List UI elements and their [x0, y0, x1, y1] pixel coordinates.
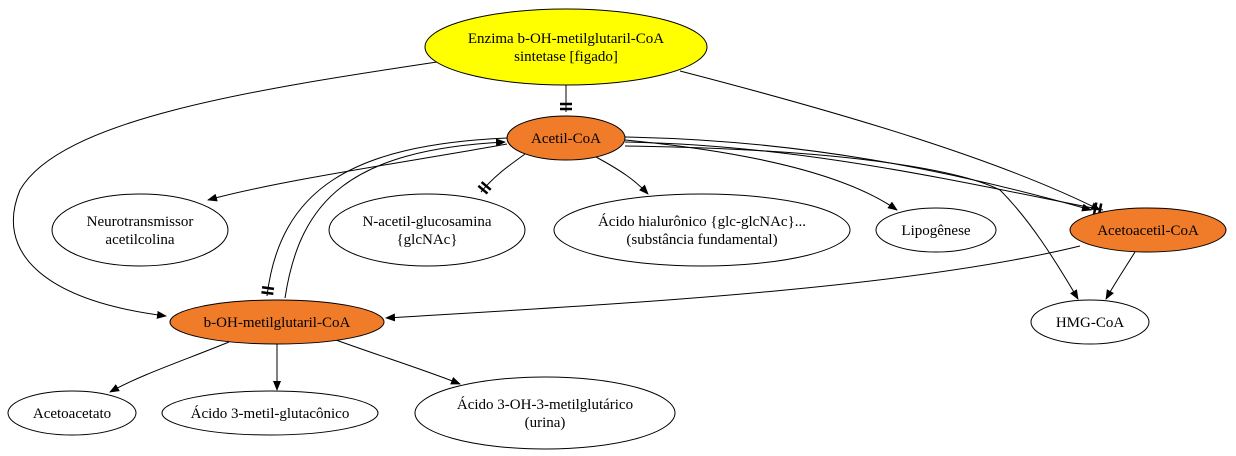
node-label-hmgcoa-line-0: HMG-CoA [1056, 315, 1125, 331]
node-label-ohmetilglutarico-line-0: Ácido 3-OH-3-metilglutárico [457, 396, 633, 413]
node-label-enzima-line-0: Enzima b-OH-metilglutaril-CoA [468, 31, 664, 47]
node-acetilcoa: Acetil-CoA [506, 115, 626, 161]
node-label-acetoacetilcoa-line-0: Acetoacetil-CoA [1097, 223, 1199, 239]
tee-marker-acetilcoa-to-bohmg [261, 286, 275, 296]
node-acetoacetato: Acetoacetato [7, 390, 137, 436]
node-enzima: Enzima b-OH-metilglutaril-CoA sintetase [… [424, 8, 708, 86]
edge-acetilcoa-to-neuro [207, 143, 508, 202]
edge-acetilcoa-to-acetoacetilcoa [624, 136, 1092, 212]
edge-acetilcoa-to-lipogenese [624, 139, 898, 211]
edge-acetilcoa-to-hmgcoa [624, 145, 1079, 300]
node-ellipse-acetoacetilcoa [1069, 207, 1227, 253]
node-ellipse-acetoacetato [7, 390, 137, 436]
edge-bohmg-to-acetilcoa [284, 138, 506, 299]
node-lipogenese: Lipogênese [875, 207, 997, 253]
node-neuro: Neurotransmissor acetilcolina [51, 193, 229, 267]
node-hialuronico: Ácido hialurônico {glc-glcNAc}... (substâ… [553, 193, 851, 267]
node-label-hialuronico-line-0: Ácido hialurônico {glc-glcNAc}... [598, 213, 806, 230]
node-label-acetilcoa-line-0: Acetil-CoA [531, 131, 601, 147]
edge-acetilcoa-to-bohmg [266, 137, 508, 297]
node-label-acetoacetato-line-0: Acetoacetato [33, 406, 111, 422]
node-ellipse-lipogenese [875, 207, 997, 253]
node-ellipse-hmgcoa [1030, 299, 1150, 345]
node-ellipse-metilglutaconico [161, 390, 379, 436]
tee-marker-acetilcoa-to-nacetil [477, 181, 492, 195]
node-ellipse-hialuronico [553, 193, 851, 267]
edges-layer [12, 61, 1136, 393]
tee-marker-enzima-to-acetilcoa [560, 102, 572, 111]
edge-bohmg-to-acetoacetato [109, 341, 230, 393]
node-label-ohmetilglutarico-line-1: (urina) [525, 415, 566, 431]
node-label-nacetil-line-1: {glcNAc} [396, 232, 457, 248]
node-label-lipogenese-line-0: Lipogênese [901, 223, 970, 239]
node-ellipse-enzima [424, 8, 708, 86]
node-label-nacetil-line-0: N-acetil-glucosamina [362, 214, 491, 230]
edge-enzima-to-acetoacetilcoa [679, 70, 1101, 211]
node-nacetil: N-acetil-glucosamina {glcNAc} [328, 193, 526, 267]
node-metilglutaconico: Ácido 3-metil-glutacônico [161, 390, 379, 436]
node-ellipse-ohmetilglutarico [414, 376, 676, 450]
edge-acetoacetilcoa-to-bohmg [385, 245, 1081, 322]
node-ellipse-neuro [51, 193, 229, 267]
node-hmgcoa: HMG-CoA [1030, 299, 1150, 345]
node-label-metilglutaconico-line-0: Ácido 3-metil-glutacônico [191, 405, 350, 422]
edge-enzima-to-bohmg [12, 61, 438, 319]
nodes-layer: Enzima b-OH-metilglutaril-CoA sintetase [… [7, 8, 1227, 450]
edge-acetoacetilcoa-to-hmgcoa [1105, 251, 1136, 300]
edge-bohmg-to-ohmetilglutarico [335, 339, 461, 385]
node-label-hialuronico-line-1: (substância fundamental) [626, 232, 777, 248]
edge-acetilcoa-to-nacetil [480, 153, 526, 193]
node-label-enzima-line-1: sintetase [figado] [514, 49, 618, 65]
node-ohmetilglutarico: Ácido 3-OH-3-metilglutárico (urina) [414, 376, 676, 450]
node-label-neuro-line-1: acetilcolina [105, 232, 174, 248]
node-acetoacetilcoa: Acetoacetil-CoA [1069, 207, 1227, 253]
edge-acetilcoa-to-hialuronico [595, 156, 649, 195]
node-ellipse-acetilcoa [506, 115, 626, 161]
node-bohmg: b-OH-metilglutaril-CoA [169, 299, 385, 345]
node-label-bohmg-line-0: b-OH-metilglutaril-CoA [204, 315, 351, 331]
node-label-neuro-line-0: Neurotransmissor [87, 214, 194, 230]
node-ellipse-nacetil [328, 193, 526, 267]
edge-acetilcoa-to-acetoacetilcoa [624, 141, 1104, 211]
node-ellipse-bohmg [169, 299, 385, 345]
